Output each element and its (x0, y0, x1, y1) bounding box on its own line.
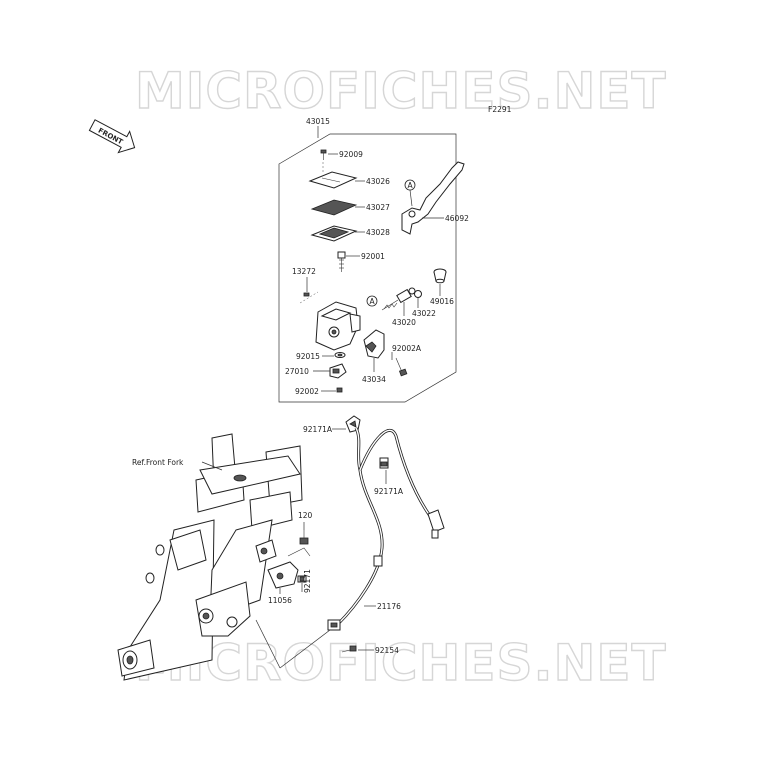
label-43028: 43028 (366, 228, 390, 237)
label-92171: 92171 (303, 569, 312, 593)
label-92002: 92002 (295, 387, 319, 396)
label-21176: 21176 (377, 602, 401, 611)
label-92171A-hose: 92171A (374, 487, 404, 496)
switch-27010 (329, 363, 347, 379)
bolt-92154 (341, 645, 357, 653)
clip-43022 (414, 290, 422, 298)
brake-hose-21176 (327, 427, 445, 631)
screw-92009 (320, 149, 327, 160)
pivot-bolt-92001 (337, 251, 346, 272)
label-43027: 43027 (366, 203, 390, 212)
bolt-92002A (395, 357, 408, 377)
label-92015: 92015 (296, 352, 320, 361)
front-arrow-icon: FRONT (88, 119, 136, 154)
label-43026: 43026 (366, 177, 390, 186)
screw-92002 (336, 387, 343, 393)
ref-front-fork-label: Ref.Front Fork (132, 458, 184, 467)
label-92002A: 92002A (392, 344, 422, 353)
label-43020: 43020 (392, 318, 416, 327)
brake-lever-46092 (401, 161, 465, 235)
watermark-bottom: MICROFICHES.NET (135, 634, 667, 692)
label-43034: 43034 (362, 375, 386, 384)
clip-92171 (297, 575, 307, 583)
label-46092: 46092 (445, 214, 469, 223)
front-fork (117, 433, 303, 681)
bracket-11056 (267, 547, 311, 589)
reservoir-cap-43026 (308, 171, 358, 189)
label-27010: 27010 (285, 367, 309, 376)
label-92009: 92009 (339, 150, 363, 159)
plate-43027 (310, 199, 358, 216)
master-cylinder-frame (278, 133, 457, 403)
clamp-43034 (363, 329, 385, 359)
figure-code: F2291 (488, 105, 512, 114)
label-11056: 11056 (268, 596, 292, 605)
pin-13272 (303, 292, 310, 297)
piston-43020 (381, 287, 416, 311)
washer-92015 (334, 352, 346, 358)
watermark-top: MICROFICHES.NET (135, 62, 667, 120)
label-92171A-top: 92171A (303, 425, 333, 434)
clamp-92171A-hose (379, 457, 389, 469)
label-92001: 92001 (361, 252, 385, 261)
label-43022: 43022 (412, 309, 436, 318)
marker-a-lever-text: A (408, 181, 414, 190)
boot-49016 (433, 268, 447, 284)
label-43015: 43015 (306, 117, 330, 126)
label-120: 120 (298, 511, 313, 520)
label-13272: 13272 (292, 267, 316, 276)
label-92154: 92154 (375, 646, 399, 655)
marker-a-body-text: A (370, 297, 376, 306)
master-cylinder-body (315, 301, 361, 351)
marker-a-body (366, 295, 378, 307)
bolt-120 (299, 530, 309, 545)
label-49016: 49016 (430, 297, 454, 306)
